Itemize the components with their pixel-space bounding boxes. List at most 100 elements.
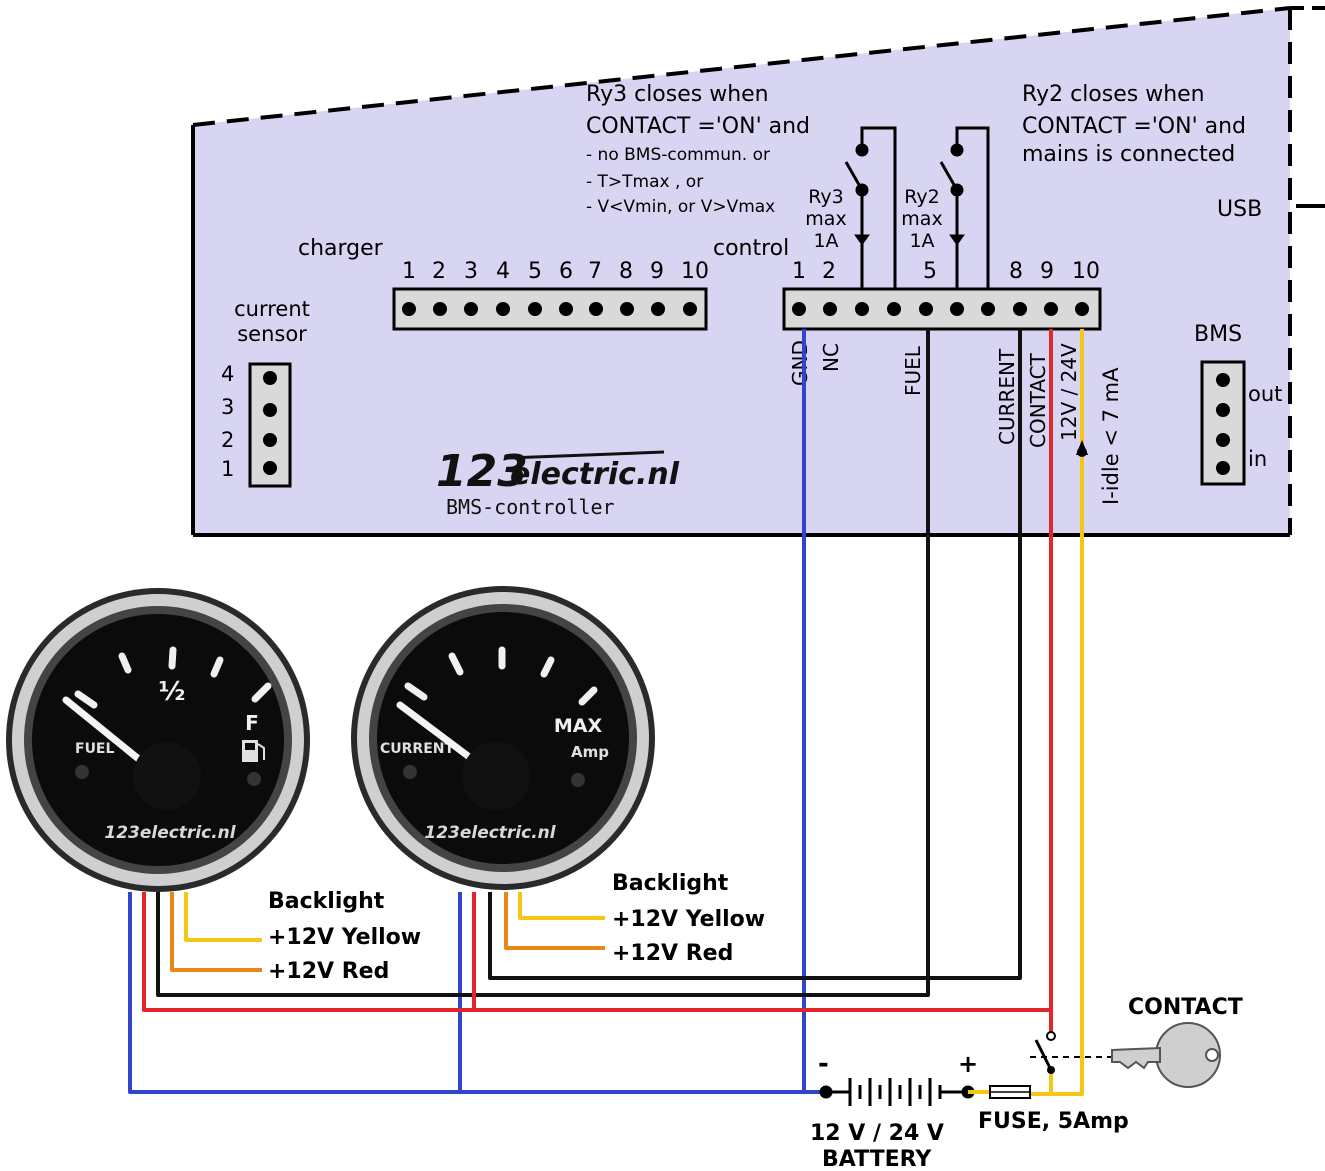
control-pin-numbers: 1 2 5 8 9 10 <box>792 259 1100 284</box>
current-gauge-unit: Amp <box>571 743 609 761</box>
gnd-wire-bottom <box>128 892 826 1094</box>
svg-text:electric.nl: electric.nl <box>510 457 680 492</box>
svg-text:6: 6 <box>559 259 573 284</box>
battery-minus: - <box>818 1049 829 1079</box>
current-sensor-label: current sensor <box>234 297 310 346</box>
svg-text:mains is connected: mains is connected <box>1022 142 1235 167</box>
ry3-note: Ry3 closes when CONTACT ='ON' and - no B… <box>586 82 810 217</box>
charger-connector <box>392 287 708 331</box>
svg-text:1A: 1A <box>813 230 838 252</box>
idle-current-label: I-idle < 7 mA <box>1099 367 1123 505</box>
svg-text:CONTACT ='ON' and: CONTACT ='ON' and <box>1022 114 1246 139</box>
battery-name: BATTERY <box>822 1147 932 1171</box>
bms-out-label: out <box>1248 382 1282 406</box>
bms-label: BMS <box>1194 322 1242 347</box>
battery-symbol <box>819 1078 975 1106</box>
svg-text:- V<Vmin, or V>Vmax: - V<Vmin, or V>Vmax <box>586 197 775 217</box>
current-wire <box>488 329 1022 980</box>
svg-text:NC: NC <box>819 343 843 372</box>
relay-ry3-label: Ry3 max 1A <box>805 186 846 252</box>
usb-label: USB <box>1217 197 1262 222</box>
svg-text:3: 3 <box>221 395 234 419</box>
bms-in-label: in <box>1248 447 1267 471</box>
svg-text:Ry2: Ry2 <box>904 186 940 208</box>
svg-text:1: 1 <box>221 457 234 481</box>
svg-text:10: 10 <box>681 259 709 284</box>
fuel-gauge-full: F <box>245 711 259 735</box>
svg-text:12V / 24V: 12V / 24V <box>1057 343 1081 441</box>
svg-text:4: 4 <box>496 259 510 284</box>
svg-text:9: 9 <box>650 259 664 284</box>
svg-text:GND: GND <box>788 340 812 386</box>
svg-text:8: 8 <box>1009 259 1023 284</box>
svg-text:- no BMS-commun. or: - no BMS-commun. or <box>586 145 770 165</box>
backlight-label-left: Backlight +12V Yellow +12V Red <box>268 889 421 984</box>
svg-text:5: 5 <box>528 259 542 284</box>
wires <box>128 329 1084 1096</box>
fuel-gauge-name: FUEL <box>75 741 114 757</box>
svg-text:BMS-controller: BMS-controller <box>446 495 615 519</box>
fuel-gauge-half: ½ <box>159 677 186 707</box>
svg-text:Ry3: Ry3 <box>808 186 844 208</box>
relay-ry2-label: Ry2 max 1A <box>901 186 942 252</box>
svg-text:5: 5 <box>923 259 937 284</box>
brand-logo: 123 electric.nl BMS-controller <box>436 446 680 519</box>
svg-text:3: 3 <box>464 259 478 284</box>
current-gauge-name: CURRENT <box>380 741 454 757</box>
svg-text:2: 2 <box>432 259 446 284</box>
svg-text:+12V Red: +12V Red <box>612 941 733 966</box>
current-sensor-connector <box>248 362 292 488</box>
svg-text:+12V Yellow: +12V Yellow <box>612 907 765 932</box>
current-sensor-pin-numbers: 4 3 2 1 <box>221 362 234 481</box>
svg-text:1: 1 <box>402 259 416 284</box>
svg-text:sensor: sensor <box>237 322 307 346</box>
contact-label: CONTACT <box>1128 995 1243 1020</box>
signal-labels: GND NC FUEL CURRENT CONTACT 12V / 24V <box>788 340 1081 448</box>
fuel-gauge-needle <box>62 696 150 769</box>
svg-text:1A: 1A <box>909 230 934 252</box>
control-label: control <box>713 236 789 261</box>
current-gauge-max: MAX <box>554 715 603 737</box>
svg-text:9: 9 <box>1040 259 1054 284</box>
ry2-note: Ry2 closes when CONTACT ='ON' and mains … <box>1022 82 1246 167</box>
key-icon <box>1111 1022 1221 1088</box>
svg-text:2: 2 <box>221 428 234 452</box>
svg-text:CONTACT: CONTACT <box>1026 352 1050 448</box>
svg-text:4: 4 <box>221 362 234 386</box>
current-gauge-needle <box>396 701 484 769</box>
battery-voltage: 12 V / 24 V <box>810 1121 944 1146</box>
svg-text:current: current <box>234 297 310 321</box>
contact-switch <box>1030 1031 1130 1074</box>
svg-text:max: max <box>805 208 846 230</box>
svg-text:CONTACT ='ON' and: CONTACT ='ON' and <box>586 114 810 139</box>
svg-text:FUEL: FUEL <box>901 345 925 396</box>
fuel-gauge: ½ F FUEL 123electric.nl <box>6 588 310 892</box>
svg-text:10: 10 <box>1072 259 1100 284</box>
svg-text:- T>Tmax , or: - T>Tmax , or <box>586 172 703 192</box>
charger-pin-numbers: 1 2 3 4 5 6 7 8 9 10 <box>402 259 709 284</box>
current-gauge: MAX Amp CURRENT 123electric.nl <box>351 586 655 890</box>
contact-wire <box>142 329 1053 1012</box>
bms-connector <box>1200 360 1246 486</box>
fuel-gauge-logo: 123electric.nl <box>104 823 236 843</box>
backlight-label-right: Backlight +12V Yellow +12V Red <box>612 871 765 966</box>
relay-ry2 <box>939 126 990 295</box>
current-gauge-logo: 123electric.nl <box>424 823 556 843</box>
svg-text:max: max <box>901 208 942 230</box>
svg-text:+12V Red: +12V Red <box>268 959 389 984</box>
battery-plus: + <box>958 1050 978 1078</box>
svg-text:123: 123 <box>436 446 528 497</box>
svg-text:CURRENT: CURRENT <box>995 348 1019 445</box>
svg-text:Ry2 closes when: Ry2 closes when <box>1022 82 1205 107</box>
control-connector <box>782 287 1102 331</box>
svg-text:8: 8 <box>619 259 633 284</box>
bms-controller-panel <box>191 6 1325 537</box>
relay-ry3 <box>844 126 897 295</box>
svg-text:1: 1 <box>792 259 806 284</box>
svg-text:2: 2 <box>822 259 836 284</box>
charger-label: charger <box>298 236 384 261</box>
svg-text:7: 7 <box>588 259 602 284</box>
svg-text:Backlight: Backlight <box>612 871 729 896</box>
fuse-symbol <box>968 1085 1031 1099</box>
